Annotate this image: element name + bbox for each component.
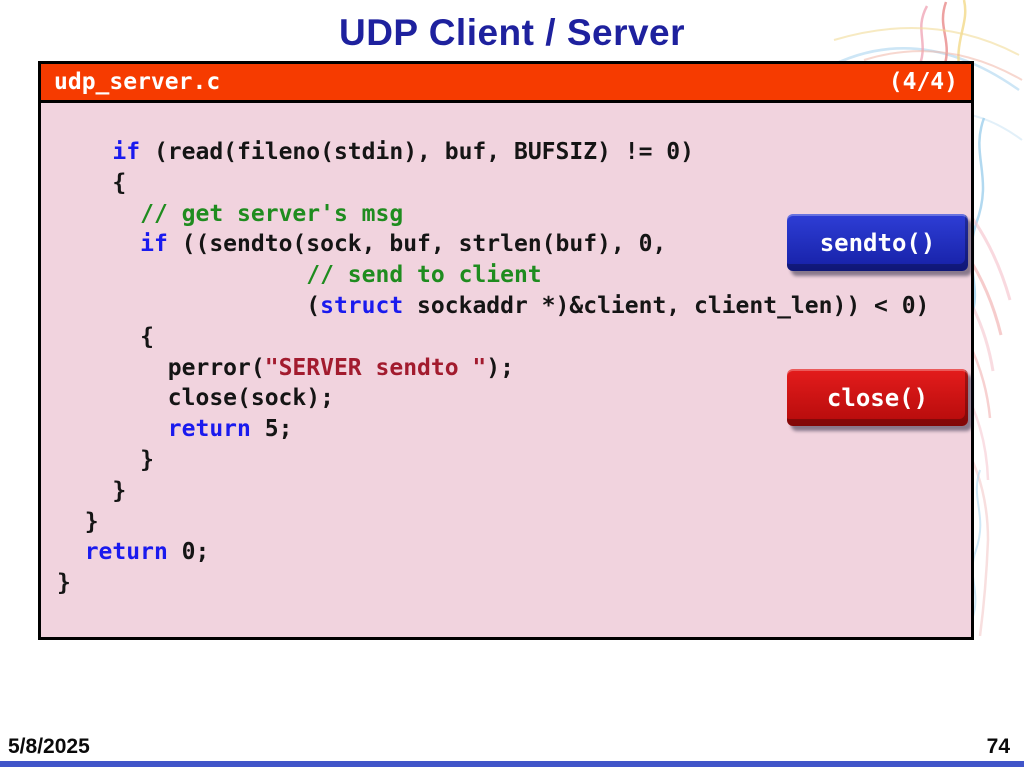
code-frame: udp_server.c (4/4) if (read(fileno(stdin…: [38, 61, 974, 640]
code-line: }: [57, 508, 99, 535]
code-line: (struct sockaddr *)&client, client_len))…: [57, 292, 930, 319]
code-line: {: [57, 169, 127, 196]
sendto-callout-label: sendto(): [819, 228, 936, 257]
sendto-callout-box: sendto(): [787, 214, 968, 271]
code-line: {: [57, 323, 154, 350]
close-callout-label: close(): [826, 383, 929, 412]
code-line: if ((sendto(sock, buf, strlen(buf), 0,: [140, 231, 667, 258]
code-block: if (read(fileno(stdin), buf, BUFSIZ) != …: [41, 103, 971, 599]
slide-title: UDP Client / Server: [338, 12, 686, 53]
close-callout-box: close(): [787, 369, 968, 426]
code-line: }: [57, 446, 154, 473]
code-line: return 0;: [84, 539, 210, 566]
code-filename: udp_server.c: [54, 69, 221, 95]
code-line: // get server's msg: [140, 200, 404, 227]
code-line: perror("SERVER sendto ");: [57, 354, 514, 381]
code-header-bar: udp_server.c (4/4): [38, 61, 974, 103]
code-line: // send to client: [306, 262, 542, 289]
code-line: return 5;: [167, 416, 293, 443]
code-line: close(sock);: [57, 385, 334, 412]
page-indicator: (4/4): [888, 69, 958, 95]
footer-date: 5/8/2025: [8, 735, 90, 758]
bottom-accent-bar: [0, 761, 1024, 767]
footer-page-number: 74: [986, 735, 1010, 758]
code-panel: if (read(fileno(stdin), buf, BUFSIZ) != …: [38, 103, 974, 640]
code-line: }: [57, 570, 71, 597]
code-line: if (read(fileno(stdin), buf, BUFSIZ) != …: [112, 139, 694, 165]
code-line: }: [57, 477, 127, 504]
